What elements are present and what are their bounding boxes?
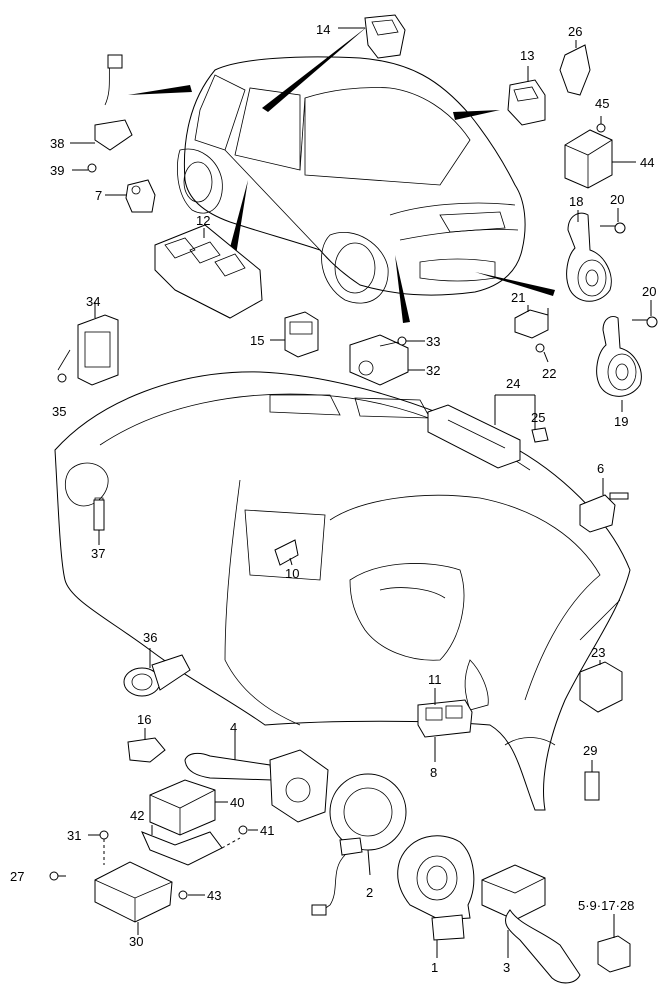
label-3: 3 [503, 960, 510, 975]
label-7: 7 [95, 188, 102, 203]
label-24: 24 [506, 376, 520, 391]
part-34-module [77, 302, 119, 386]
part-31-screw [88, 830, 109, 865]
part-14-switch [338, 14, 406, 59]
part-18-horn [566, 210, 612, 302]
part-30-module [94, 861, 173, 935]
label-21: 21 [511, 290, 525, 305]
label-44: 44 [640, 155, 654, 170]
part-23-relay [579, 660, 623, 713]
label-19: 19 [614, 414, 628, 429]
label-36: 36 [143, 630, 157, 645]
part-5-9-17-28-fuse [597, 914, 631, 973]
label-39: 39 [50, 163, 64, 178]
label-2: 2 [366, 885, 373, 900]
label-23: 23 [591, 645, 605, 660]
part-1-column-module [397, 835, 475, 958]
label-25: 25 [531, 410, 545, 425]
label-12: 12 [196, 213, 210, 228]
part-19-horn [596, 316, 642, 412]
part-41-screw [238, 825, 258, 835]
part-6-sensor [579, 478, 629, 533]
part-40-module [149, 779, 228, 836]
part-37-label [93, 499, 105, 545]
label-20a: 20 [610, 192, 624, 207]
label-13: 13 [520, 48, 534, 63]
part-22-screw [535, 343, 549, 363]
label-1: 1 [431, 960, 438, 975]
label-11: 11 [428, 672, 442, 687]
part-35-screw [57, 349, 71, 383]
part-42-bracket [141, 825, 241, 866]
label-32: 32 [426, 363, 440, 378]
part-15-switch [270, 311, 319, 358]
part-29-label [584, 760, 600, 801]
label-15: 15 [250, 333, 264, 348]
part-20b-bolt [632, 300, 658, 328]
label-6: 6 [597, 461, 604, 476]
part-45-screw [596, 116, 606, 133]
part-20a-bolt [600, 208, 626, 234]
part-10-vent [274, 539, 299, 566]
label-35: 35 [52, 404, 66, 419]
part-44-module [564, 129, 636, 189]
label-42: 42 [130, 808, 144, 823]
part-2-clock-spring [311, 773, 407, 916]
part-38-connector [70, 54, 133, 151]
label-22: 22 [542, 366, 556, 381]
part-27-screw [49, 871, 66, 881]
part-39-screw [72, 163, 97, 173]
label-45: 45 [595, 96, 609, 111]
part-43-screw [178, 890, 205, 900]
part-21-bracket [514, 305, 549, 339]
part-16-cap [127, 728, 166, 763]
part-36-ignition [123, 648, 191, 697]
label-20b: 20 [642, 284, 656, 299]
label-27: 27 [10, 869, 24, 884]
label-30: 30 [129, 934, 143, 949]
label-5-9-17-28: 5·9·17·28 [578, 898, 634, 913]
part-labels: 1 2 3 4 6 7 8 10 11 12 13 14 15 16 18 19… [10, 22, 656, 975]
part-3-wiper-switch [481, 864, 581, 984]
label-29: 29 [583, 743, 597, 758]
label-14: 14 [316, 22, 330, 37]
label-37: 37 [91, 546, 105, 561]
part-7-sensor [105, 179, 156, 213]
label-8: 8 [430, 765, 437, 780]
label-4: 4 [230, 720, 237, 735]
label-16: 16 [137, 712, 151, 727]
label-18: 18 [569, 194, 583, 209]
label-31: 31 [67, 828, 81, 843]
part-32-sensor [349, 334, 425, 386]
label-33: 33 [426, 334, 440, 349]
label-41: 41 [260, 823, 274, 838]
label-34: 34 [86, 294, 100, 309]
label-10: 10 [285, 566, 299, 581]
label-43: 43 [207, 888, 221, 903]
part-25-clip [531, 427, 549, 443]
part-13-switch [507, 66, 546, 126]
label-26: 26 [568, 24, 582, 39]
part-33-bolt [379, 336, 425, 347]
part-24-bar [427, 394, 536, 469]
part-26-sensor [559, 40, 591, 96]
car-leader-arrows [128, 26, 555, 323]
label-38: 38 [50, 136, 64, 151]
label-40: 40 [230, 795, 244, 810]
part-12-window-switch [154, 224, 263, 319]
part-11-switch [417, 688, 473, 762]
part-4-combination-switch [184, 732, 329, 823]
